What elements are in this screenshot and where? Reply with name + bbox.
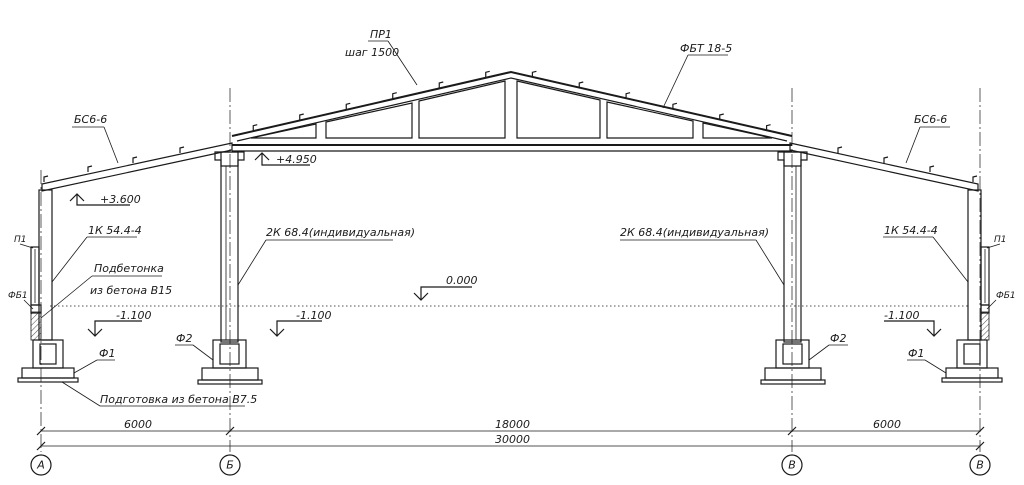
purlin-hook bbox=[43, 175, 49, 182]
label-column-right: 1К 54.4-4 bbox=[884, 224, 938, 237]
truss-opening-6 bbox=[702, 122, 773, 139]
purlin-hook bbox=[929, 165, 935, 172]
side-roof-beams bbox=[41, 142, 979, 192]
truss-opening-2 bbox=[325, 102, 413, 139]
purlin-hook bbox=[438, 81, 444, 88]
dimension-lines: 6000 18000 6000 30000 bbox=[36, 418, 985, 451]
label-column-mid-right: 2К 68.4(индивидуальная) bbox=[620, 226, 769, 239]
axis-label-a: А bbox=[36, 459, 45, 472]
concrete-fill-left bbox=[30, 311, 42, 341]
truss-opening-1 bbox=[250, 123, 317, 139]
label-concrete-fill-2: из бетона В15 bbox=[90, 284, 172, 297]
label-column-mid-left: 2К 68.4(индивидуальная) bbox=[266, 226, 415, 239]
purlin-hook bbox=[299, 113, 304, 120]
purlin-hook bbox=[252, 124, 258, 131]
label-purlin-step: шаг 1500 bbox=[345, 46, 399, 59]
label-beam-right: БС6-6 bbox=[914, 113, 947, 126]
label-f2-right: Ф2 bbox=[830, 332, 846, 345]
elevation-marks: +3.600 +4.950 0.000 -1.100 -1.100 -1.100 bbox=[69, 152, 942, 337]
roof-truss bbox=[231, 70, 793, 152]
purlin-hook bbox=[392, 92, 397, 99]
elevation-3600: +3.600 bbox=[100, 193, 141, 206]
purlin-hook bbox=[883, 156, 889, 163]
elevation-m1100-right: -1.100 bbox=[884, 309, 919, 322]
fb-left bbox=[30, 304, 42, 314]
axis-bubbles: А Б В В bbox=[30, 454, 991, 476]
dim-18000: 18000 bbox=[495, 418, 530, 431]
purlin-hook bbox=[485, 70, 490, 78]
column-mid-left bbox=[220, 151, 239, 343]
purlin-hook bbox=[87, 165, 93, 172]
truss-opening-4 bbox=[516, 80, 601, 139]
fb-right bbox=[980, 304, 990, 314]
purlin-hook bbox=[179, 146, 185, 153]
label-f1-left: Ф1 bbox=[99, 347, 115, 360]
label-fb-right: ФБ1 bbox=[996, 291, 1016, 301]
beam-right bbox=[789, 142, 979, 192]
elevation-m1100-left: -1.100 bbox=[116, 309, 151, 322]
dim-6000-left: 6000 bbox=[124, 418, 152, 431]
column-mid-right bbox=[783, 151, 802, 343]
truss-opening-5 bbox=[606, 101, 694, 139]
purlin-hook bbox=[672, 102, 678, 110]
purlin-hook bbox=[837, 146, 843, 153]
truss-top-chord bbox=[231, 70, 793, 137]
dim-30000: 30000 bbox=[495, 433, 530, 446]
label-concrete-fill-1: Подбетонка bbox=[94, 262, 164, 275]
purlin-hook bbox=[345, 102, 351, 110]
purlin-hook bbox=[531, 70, 537, 78]
purlin-hook bbox=[765, 124, 771, 131]
purlin-hook bbox=[625, 92, 631, 99]
dim-6000-right: 6000 bbox=[873, 418, 901, 431]
axis-label-v2: В bbox=[976, 459, 984, 472]
truss-top-chord-inner bbox=[236, 77, 788, 142]
label-f1-right: Ф1 bbox=[908, 347, 924, 360]
purlin-hook bbox=[719, 113, 724, 120]
label-purlin: ПР1 bbox=[370, 28, 392, 41]
truss-opening-3 bbox=[418, 80, 506, 139]
purlin-hook bbox=[972, 175, 978, 182]
label-column-left: 1К 54.4-4 bbox=[88, 224, 142, 237]
label-prep: Подготовка из бетона В7.5 bbox=[100, 393, 257, 406]
purlin-hook bbox=[578, 81, 584, 88]
label-panel-left: П1 bbox=[14, 235, 27, 245]
elevation-4950: +4.950 bbox=[276, 153, 317, 166]
concrete-fill-right bbox=[980, 311, 990, 341]
elevation-m1100-mid: -1.100 bbox=[296, 309, 331, 322]
axis-label-v1: В bbox=[788, 459, 796, 472]
purlins bbox=[43, 70, 978, 182]
label-beam-left: БС6-6 bbox=[74, 113, 107, 126]
foundations bbox=[17, 339, 1003, 385]
label-f2-left: Ф2 bbox=[176, 332, 192, 345]
purlin-hook bbox=[132, 156, 138, 163]
label-fb-left: ФБ1 bbox=[8, 291, 28, 301]
label-truss: ФБТ 18-5 bbox=[680, 42, 732, 55]
beam-left bbox=[41, 142, 233, 192]
elevation-0000: 0.000 bbox=[446, 274, 478, 287]
axis-label-b: Б bbox=[226, 459, 234, 472]
label-panel-right: П1 bbox=[994, 235, 1007, 245]
leaders: ПР1 шаг 1500 ФБТ 18-5 БС6-6 БС6-6 1К 54.… bbox=[8, 28, 1016, 407]
columns bbox=[30, 151, 990, 343]
column-right bbox=[967, 189, 982, 341]
